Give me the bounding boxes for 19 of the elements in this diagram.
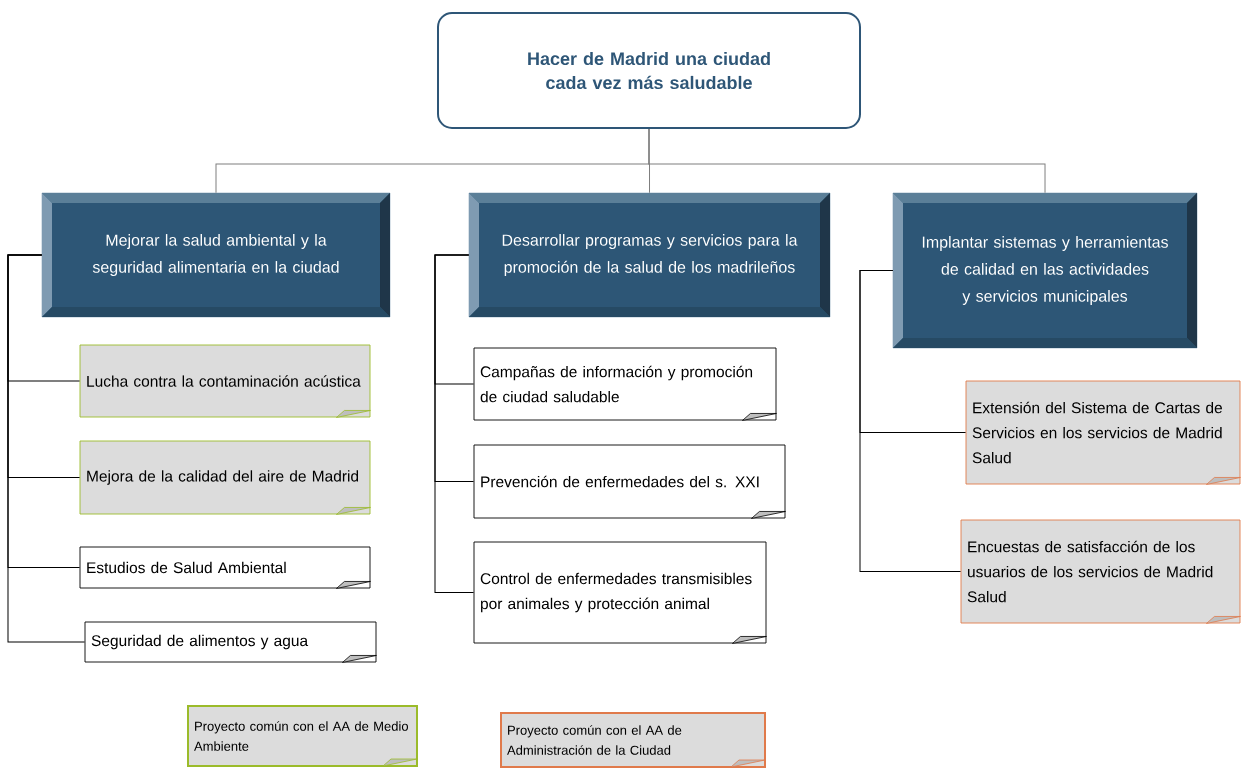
project-note: Extensión del Sistema de Cartas de Servicios en los servicios de Madrid Salud <box>965 380 1241 485</box>
project-note: Lucha contra la contaminación acústica <box>79 344 371 418</box>
legend-note: Proyecto común con el AA de Administración de la Ciudad <box>500 712 766 768</box>
project-note: Control de enfermedades transmisibles por animales y protección animal <box>473 541 767 644</box>
project-note: Seguridad de alimentos y agua <box>84 621 377 663</box>
connector-line <box>648 128 1046 194</box>
goal-box: Hacer de Madrid una ciudad cada vez más saludable <box>437 12 861 129</box>
legend-note: Proyecto común con el AA de Medio Ambiente <box>187 705 418 767</box>
objective-box: Implantar sistemas y herramientas de calidad en las actividades y servicios municipales <box>892 192 1198 349</box>
objective-box: Desarrollar programas y servicios para la promoción de la salud de los madrileños <box>468 192 831 318</box>
project-note: Mejora de la calidad del aire de Madrid <box>79 440 371 515</box>
project-note: Encuestas de satisfacción de los usuarios de los servicios de Madrid Salud <box>960 519 1241 624</box>
project-note: Campañas de información y promoción de ciudad saludable <box>473 347 777 421</box>
project-note: Prevención de enfermedades del s. XXI <box>473 444 786 519</box>
connector-line <box>7 254 86 643</box>
project-note: Estudios de Salud Ambiental <box>79 546 371 589</box>
objective-box: Mejorar la salud ambiental y la seguridad alimentaria en la ciudad <box>41 192 391 318</box>
connector-line <box>434 254 475 593</box>
connector-line <box>859 270 962 572</box>
